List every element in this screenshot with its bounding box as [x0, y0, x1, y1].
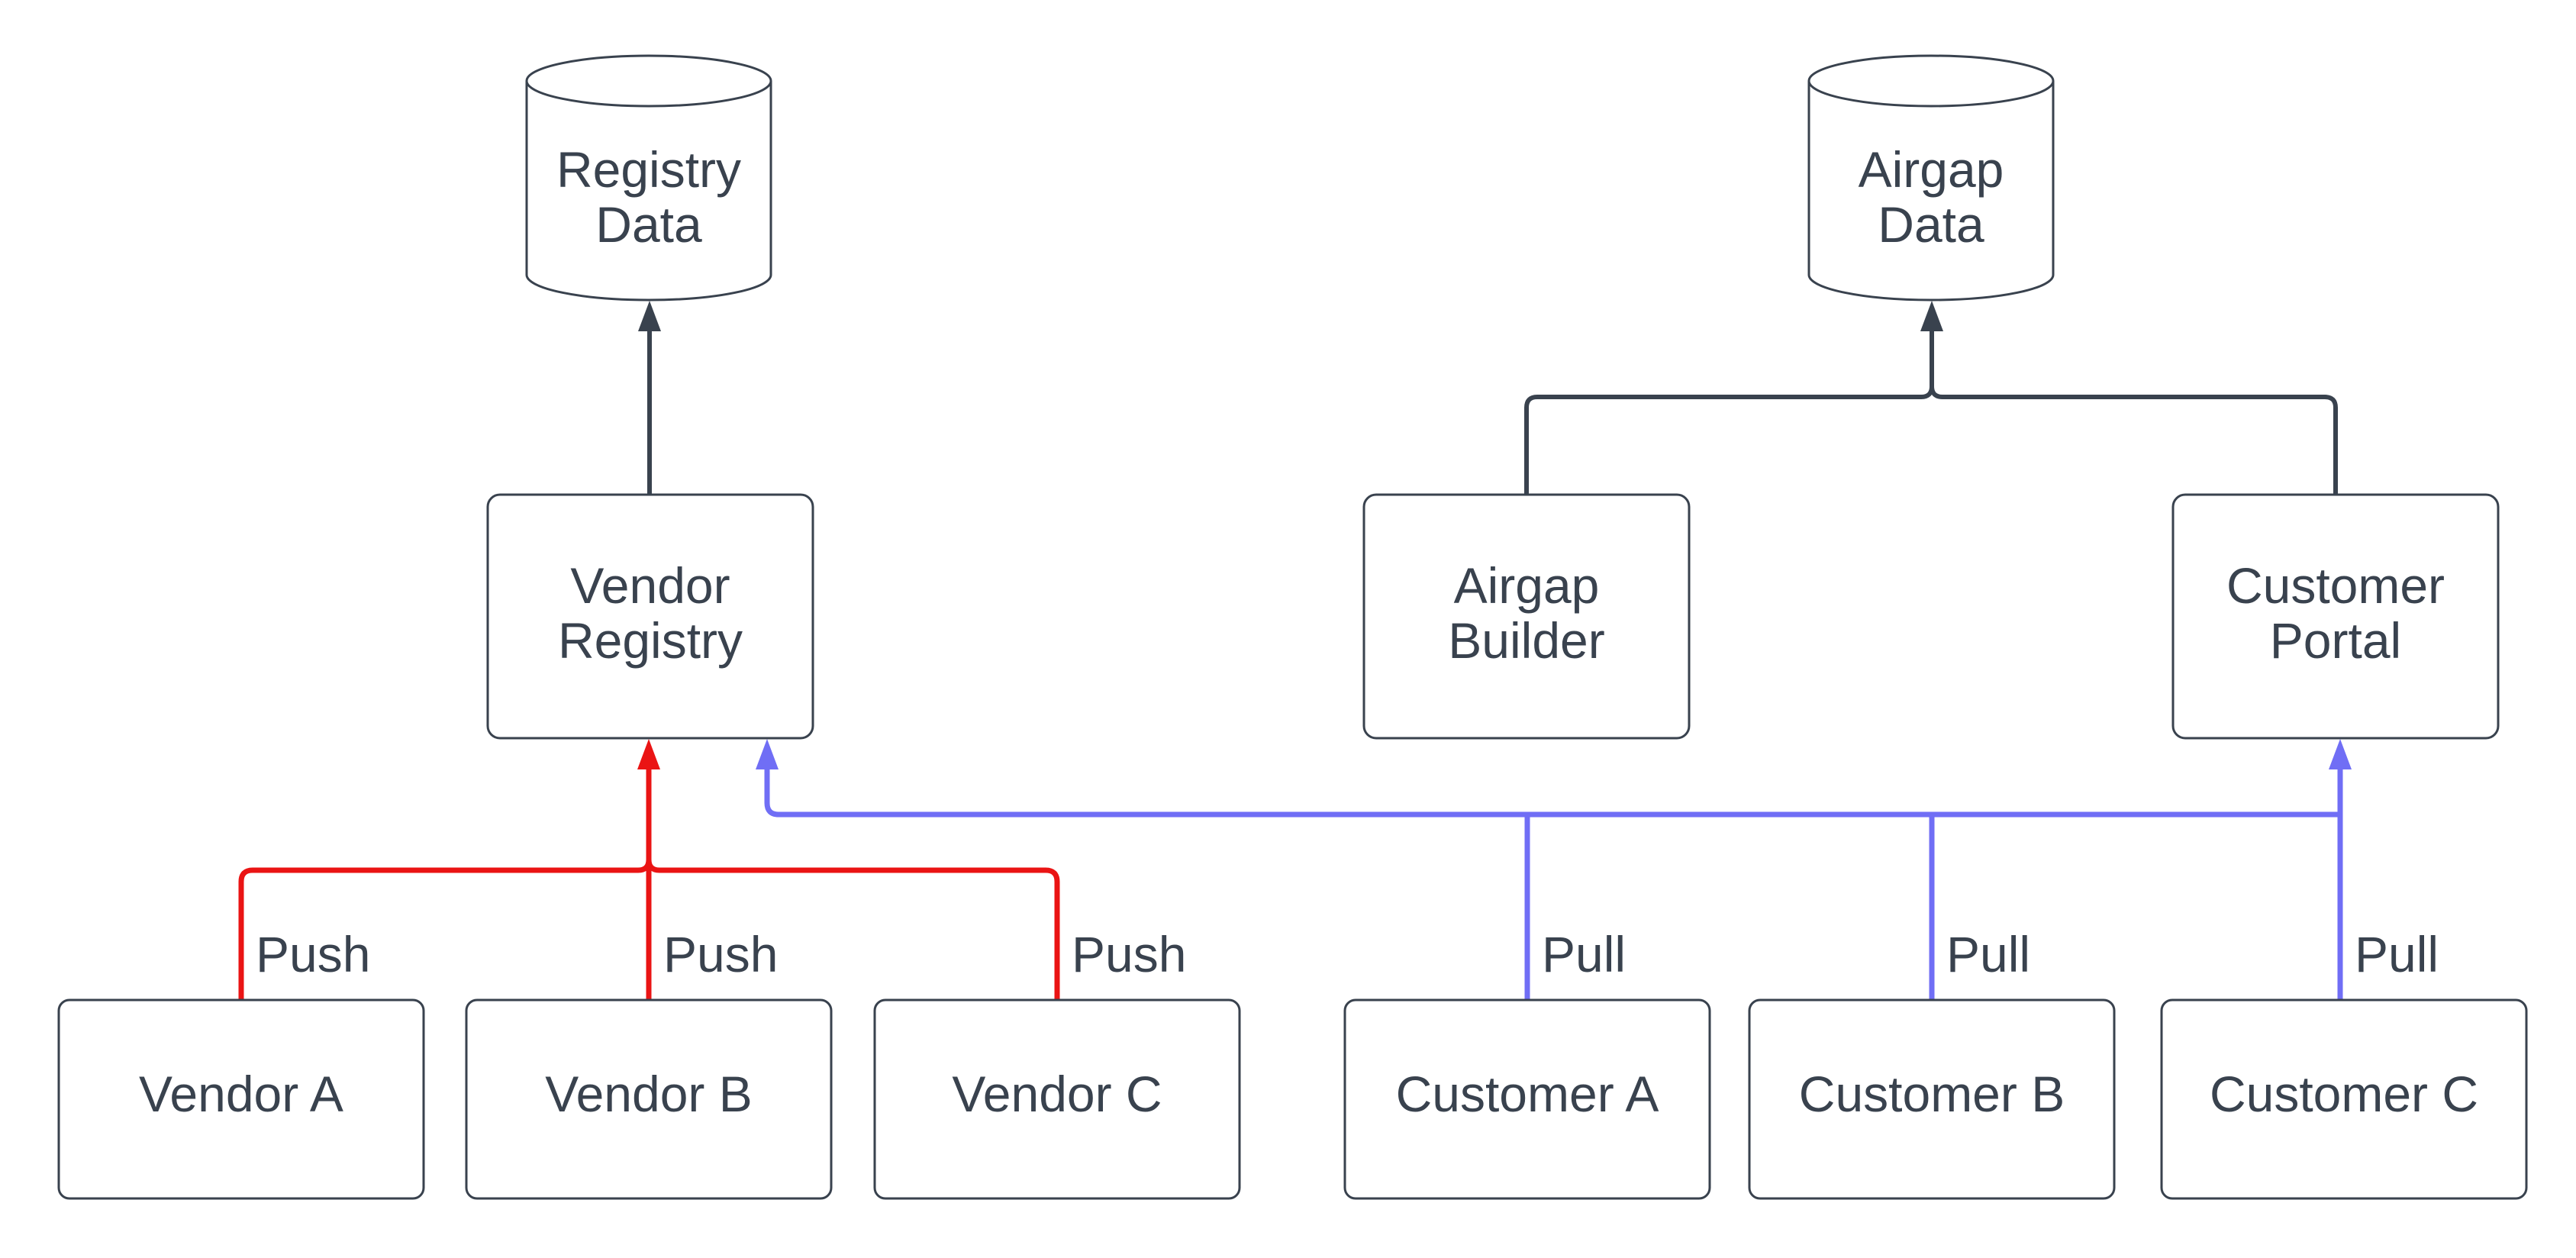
- customer-a-label: Customer A: [1396, 1066, 1659, 1122]
- push-arrowhead: [637, 739, 660, 769]
- customer-portal-label-line1: Customer: [2226, 557, 2445, 614]
- airgap-builder-label-line1: Airgap: [1454, 557, 1600, 614]
- box-rect: [1343, 998, 1711, 1200]
- airgap-builder-box: Airgap Builder: [1362, 493, 1691, 740]
- pull-arrowhead-customer-portal: [2329, 739, 2352, 769]
- pull-connectors: [756, 739, 2352, 1000]
- push-label-vendor-b: Push: [663, 926, 778, 982]
- box-rect: [873, 998, 1241, 1200]
- customer-b-box: Customer B: [1748, 998, 2116, 1200]
- vendor-registry-box: Vendor Registry: [486, 493, 814, 740]
- flow-connector-portal: [1930, 385, 2338, 495]
- vendor-registry-label-line1: Vendor: [570, 557, 730, 614]
- push-label-vendor-c: Push: [1072, 926, 1186, 982]
- customer-c-box: Customer C: [2160, 998, 2528, 1200]
- pull-label-customer-b: Pull: [1946, 926, 2030, 982]
- vendor-registry-label-line2: Registry: [558, 612, 743, 669]
- vendor-c-box: Vendor C: [873, 998, 1241, 1200]
- box-rect: [1748, 998, 2116, 1200]
- airgap-builder-label-line2: Builder: [1448, 612, 1604, 669]
- registry-data-cylinder: Registry Data: [525, 54, 772, 302]
- cylinder-top: [525, 54, 772, 108]
- vendor-b-box: Vendor B: [465, 998, 833, 1200]
- airgap-data-cylinder: Airgap Data: [1807, 54, 2055, 302]
- airgap-data-label-line2: Data: [1878, 196, 1984, 253]
- cylinder-body: [525, 81, 772, 302]
- cylinder-body: [1807, 81, 2055, 302]
- flow-arrowhead-registry: [638, 301, 661, 331]
- customer-b-label: Customer B: [1799, 1066, 2065, 1122]
- vendor-c-label: Vendor C: [952, 1066, 1162, 1122]
- push-label-vendor-a: Push: [256, 926, 370, 982]
- customer-a-box: Customer A: [1343, 998, 1711, 1200]
- customer-portal-label-line2: Portal: [2270, 612, 2401, 669]
- vendor-b-label: Vendor B: [545, 1066, 753, 1122]
- edge-labels: Push Push Push Pull Pull Pull: [256, 926, 2439, 982]
- airgap-data-label-line1: Airgap: [1859, 141, 2004, 198]
- vendor-a-box: Vendor A: [57, 998, 425, 1200]
- vendor-a-label: Vendor A: [139, 1066, 343, 1122]
- customer-portal-box: Customer Portal: [2171, 493, 2500, 740]
- box-rect: [2160, 998, 2528, 1200]
- pull-arrowhead-vendor-registry: [756, 739, 779, 769]
- registry-data-label-line2: Data: [595, 196, 702, 253]
- flow-connectors: [638, 301, 2338, 495]
- pull-label-customer-c: Pull: [2355, 926, 2439, 982]
- registry-data-label-line1: Registry: [556, 141, 741, 198]
- push-connector-vendor-c: [646, 859, 1060, 1000]
- pull-label-customer-a: Pull: [1542, 926, 1626, 982]
- push-connectors: [238, 739, 1060, 1000]
- box-rect: [2171, 493, 2500, 740]
- flow-connector-builder: [1524, 331, 1934, 495]
- pull-bus: [764, 768, 2340, 818]
- cylinder-top: [1807, 54, 2055, 108]
- box-rect: [1362, 493, 1691, 740]
- customer-c-label: Customer C: [2210, 1066, 2478, 1122]
- box-rect: [57, 998, 425, 1200]
- flow-arrowhead-airgap: [1920, 301, 1943, 331]
- box-rect: [486, 493, 814, 740]
- box-rect: [465, 998, 833, 1200]
